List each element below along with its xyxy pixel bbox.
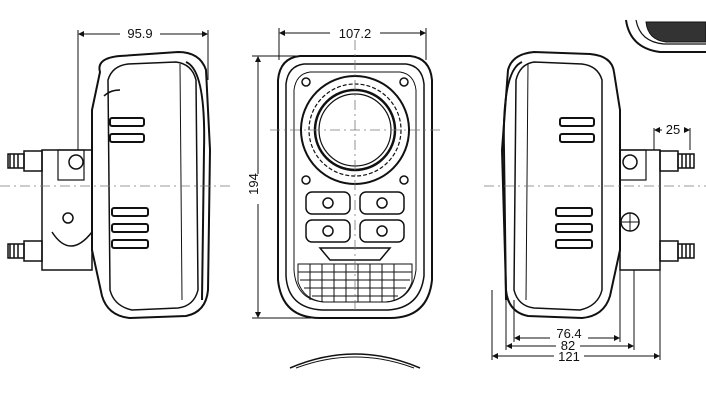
dim-label-front-width: 107.2 bbox=[339, 26, 372, 41]
dim-label-depth-c: 121 bbox=[558, 349, 580, 364]
left-connector-bottom bbox=[7, 240, 43, 262]
right-lamp-body bbox=[500, 50, 621, 320]
front-view bbox=[252, 28, 440, 369]
dim-label-bracket-offset: 25 bbox=[666, 122, 680, 137]
dim-label-side-width: 95.9 bbox=[127, 26, 152, 41]
left-lamp-body bbox=[91, 50, 212, 320]
right-connector-bottom bbox=[659, 240, 695, 262]
front-led-modules bbox=[305, 191, 405, 243]
left-connector-top bbox=[7, 150, 43, 172]
front-housing bbox=[277, 55, 433, 319]
right-side-view bbox=[484, 50, 706, 360]
left-side-view bbox=[0, 30, 230, 320]
dim-label-depth-b: 82 bbox=[561, 338, 575, 353]
top-right-partial-view bbox=[625, 19, 706, 53]
right-connector-top bbox=[659, 150, 695, 172]
dim-label-depth-a: 76.4 bbox=[556, 326, 581, 341]
dim-label-front-height: 194 bbox=[246, 173, 261, 195]
dim-side-width bbox=[77, 30, 209, 150]
